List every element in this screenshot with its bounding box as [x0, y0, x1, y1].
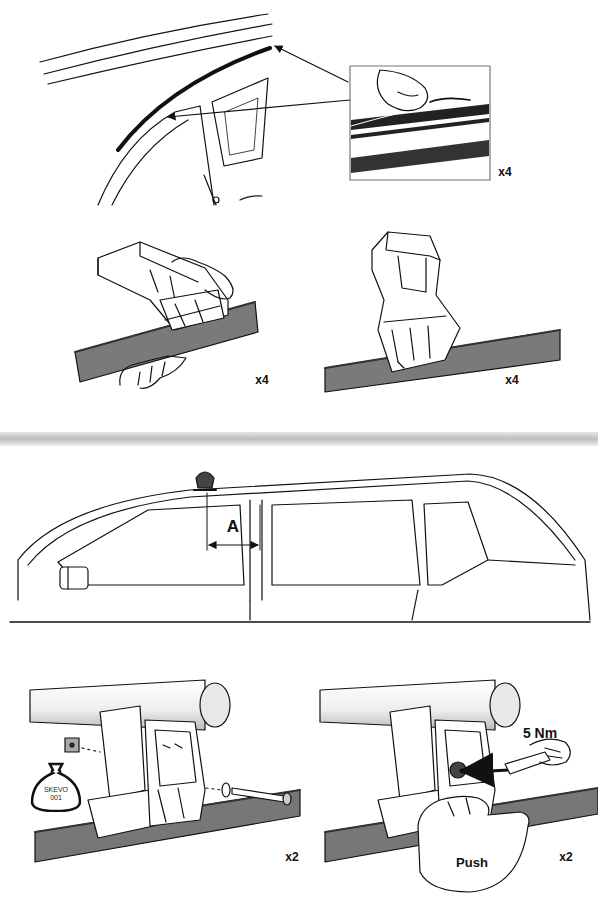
quantity-label: x4	[498, 166, 511, 178]
quantity-label: x4	[505, 374, 518, 386]
foot-assembly-left	[30, 680, 300, 862]
action-label: Push	[456, 856, 488, 869]
car-roof-sketch	[40, 14, 350, 205]
dimension-label: A	[227, 518, 239, 535]
quantity-label: x2	[285, 851, 298, 863]
torque-label: 5 Nm	[523, 726, 557, 740]
foot-assembly-right	[320, 680, 598, 892]
separator-band	[0, 432, 598, 446]
bag-label: SKEVO 001	[30, 786, 82, 802]
car-side-view	[10, 472, 590, 622]
foot-mounting-right	[325, 232, 560, 392]
quantity-label: x2	[559, 851, 572, 863]
foot-mounting-left	[75, 242, 258, 388]
parts-bag: SKEVO 001	[30, 762, 82, 812]
inset-detail	[350, 66, 490, 180]
quantity-label: x4	[255, 374, 268, 386]
